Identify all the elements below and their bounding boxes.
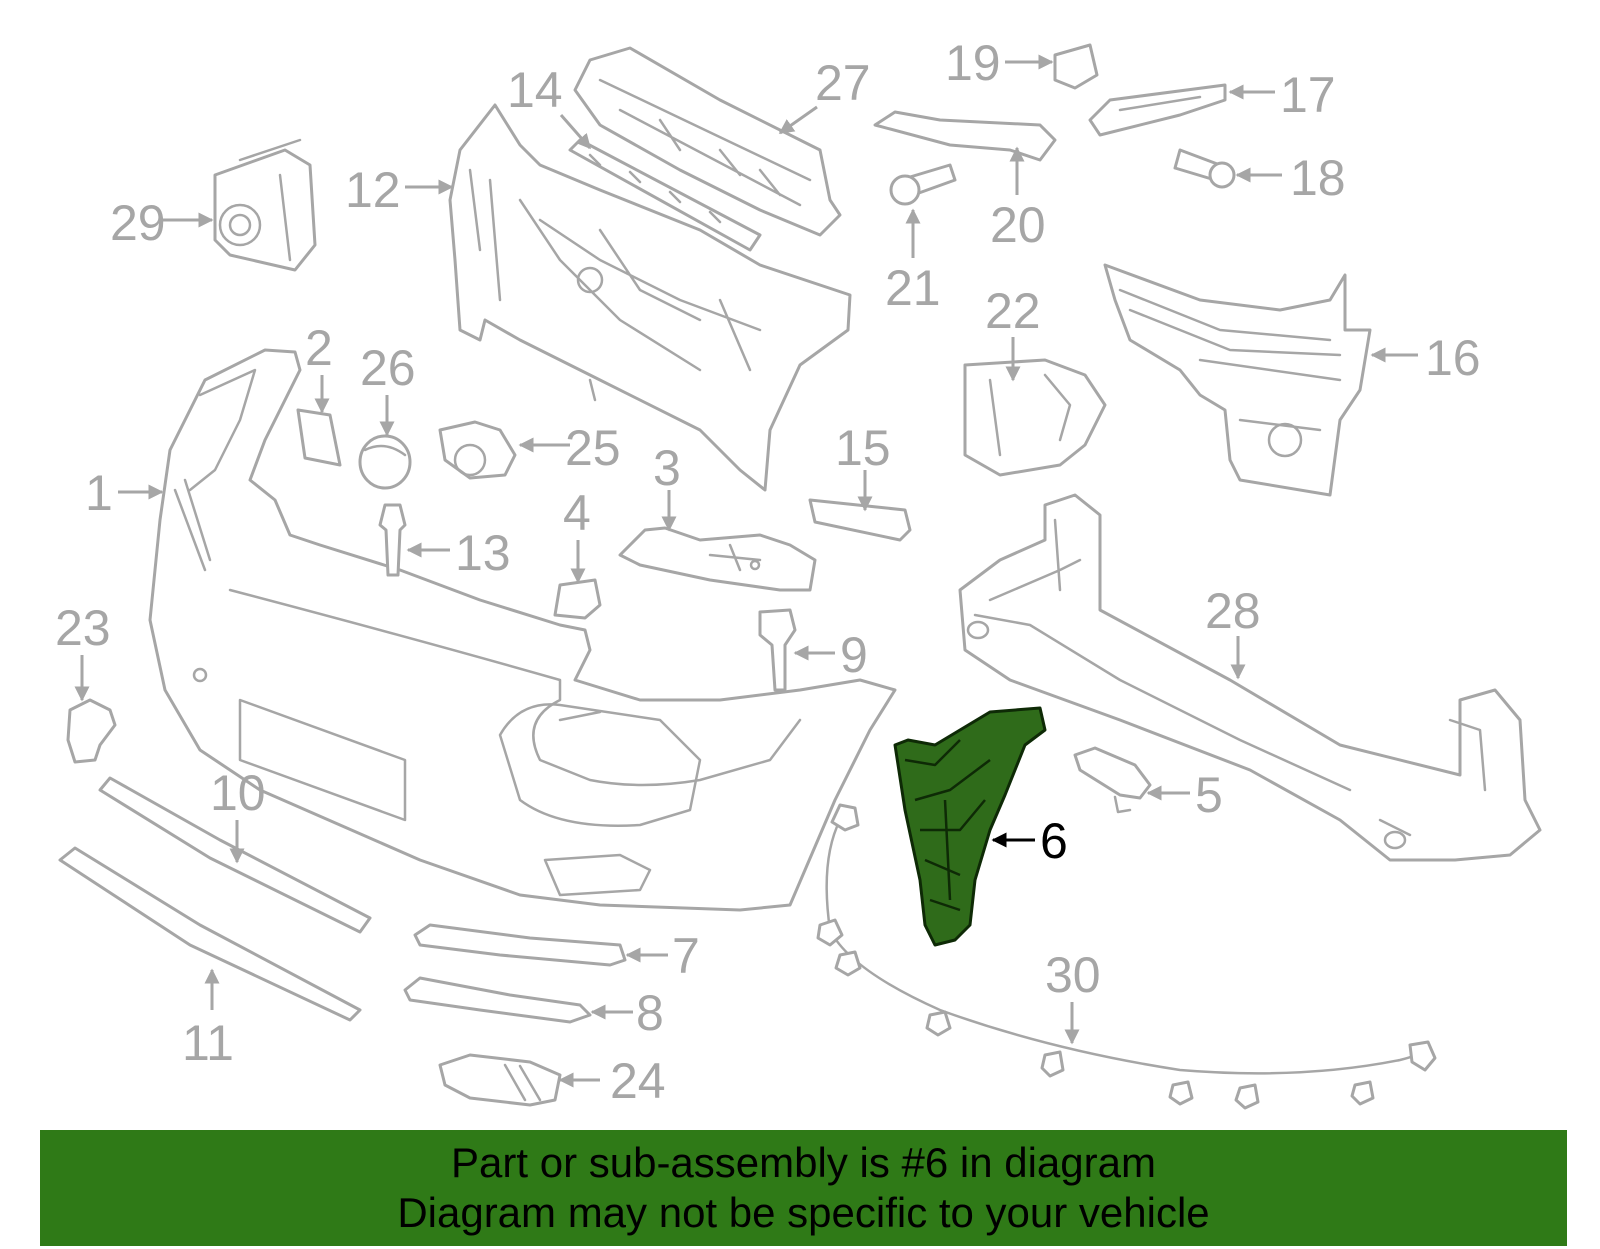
part-28-reinforcement xyxy=(958,493,1542,862)
callout-2: 2 xyxy=(305,320,333,376)
callout-23: 23 xyxy=(55,600,111,656)
part-7-trim xyxy=(413,923,627,967)
banner-line-part: Part or sub-assembly is #6 in diagram xyxy=(451,1139,1156,1186)
part-24-fog-bezel xyxy=(438,1053,562,1107)
part-16-side-bracket xyxy=(1103,263,1372,497)
callout-21: 21 xyxy=(885,260,941,316)
parts-diagram: 1 2 3 4 5 6 7 8 9 10 11 12 13 14 15 16 1… xyxy=(55,35,1542,1110)
part-27-upper-support xyxy=(573,46,842,237)
part-2-clip xyxy=(296,408,342,467)
callout-10: 10 xyxy=(210,765,266,821)
part-25-sensor xyxy=(438,420,517,480)
callout-8: 8 xyxy=(636,985,664,1041)
part-17-bracket xyxy=(1088,83,1227,137)
callout-4: 4 xyxy=(563,485,591,541)
callout-1: 1 xyxy=(85,465,113,521)
part-15-strip xyxy=(808,498,912,542)
part-26-plug xyxy=(358,434,412,490)
part-8-trim xyxy=(403,976,592,1024)
part-9-push-pin xyxy=(758,608,797,692)
callout-25: 25 xyxy=(565,420,621,476)
callout-5: 5 xyxy=(1195,767,1223,823)
part-20-bracket xyxy=(873,110,1057,162)
callout-12: 12 xyxy=(345,162,401,218)
part-3-bracket xyxy=(618,526,817,592)
part-19-clip xyxy=(1053,43,1099,90)
callout-3: 3 xyxy=(653,440,681,496)
callout-30: 30 xyxy=(1045,947,1101,1003)
callout-20: 20 xyxy=(990,197,1046,253)
part-6-bracket-highlighted xyxy=(893,706,1047,947)
info-banner: Part or sub-assembly is #6 in diagram Di… xyxy=(40,1130,1567,1246)
part-12-grille-carrier xyxy=(448,103,852,492)
callout-14: 14 xyxy=(507,62,563,118)
callout-13: 13 xyxy=(455,525,511,581)
callout-17: 17 xyxy=(1280,67,1336,123)
callout-18: 18 xyxy=(1290,150,1346,206)
part-29-sensor xyxy=(213,138,317,272)
part-4-clip xyxy=(553,578,602,620)
part-13-screw xyxy=(378,503,407,577)
part-30-wiring-harness xyxy=(816,803,1437,1110)
callout-16: 16 xyxy=(1425,330,1481,386)
callout-22: 22 xyxy=(985,283,1041,339)
part-1-bumper-cover xyxy=(148,348,897,912)
part-23-cap xyxy=(66,698,117,764)
callout-6: 6 xyxy=(1040,813,1068,869)
callout-24: 24 xyxy=(610,1053,666,1109)
part-11-trim-strip xyxy=(58,846,362,1022)
callout-26: 26 xyxy=(360,340,416,396)
callout-15: 15 xyxy=(835,420,891,476)
callout-7: 7 xyxy=(672,928,700,984)
callout-11: 11 xyxy=(182,1015,234,1071)
callout-29: 29 xyxy=(110,195,166,251)
leader-arrows xyxy=(74,54,1418,1088)
part-22-bracket xyxy=(963,358,1107,477)
part-21-bolt xyxy=(889,163,957,206)
banner-line-disclaimer: Diagram may not be specific to your vehi… xyxy=(397,1189,1210,1236)
callout-labels: 1 2 3 4 5 6 7 8 9 10 11 12 13 14 15 16 1… xyxy=(55,35,1481,1109)
callout-28: 28 xyxy=(1205,583,1261,639)
part-18-screw xyxy=(1173,148,1236,189)
callout-19: 19 xyxy=(945,35,1001,91)
callout-27: 27 xyxy=(815,55,871,111)
part-5-cap xyxy=(1073,746,1152,814)
callout-9: 9 xyxy=(840,627,868,683)
